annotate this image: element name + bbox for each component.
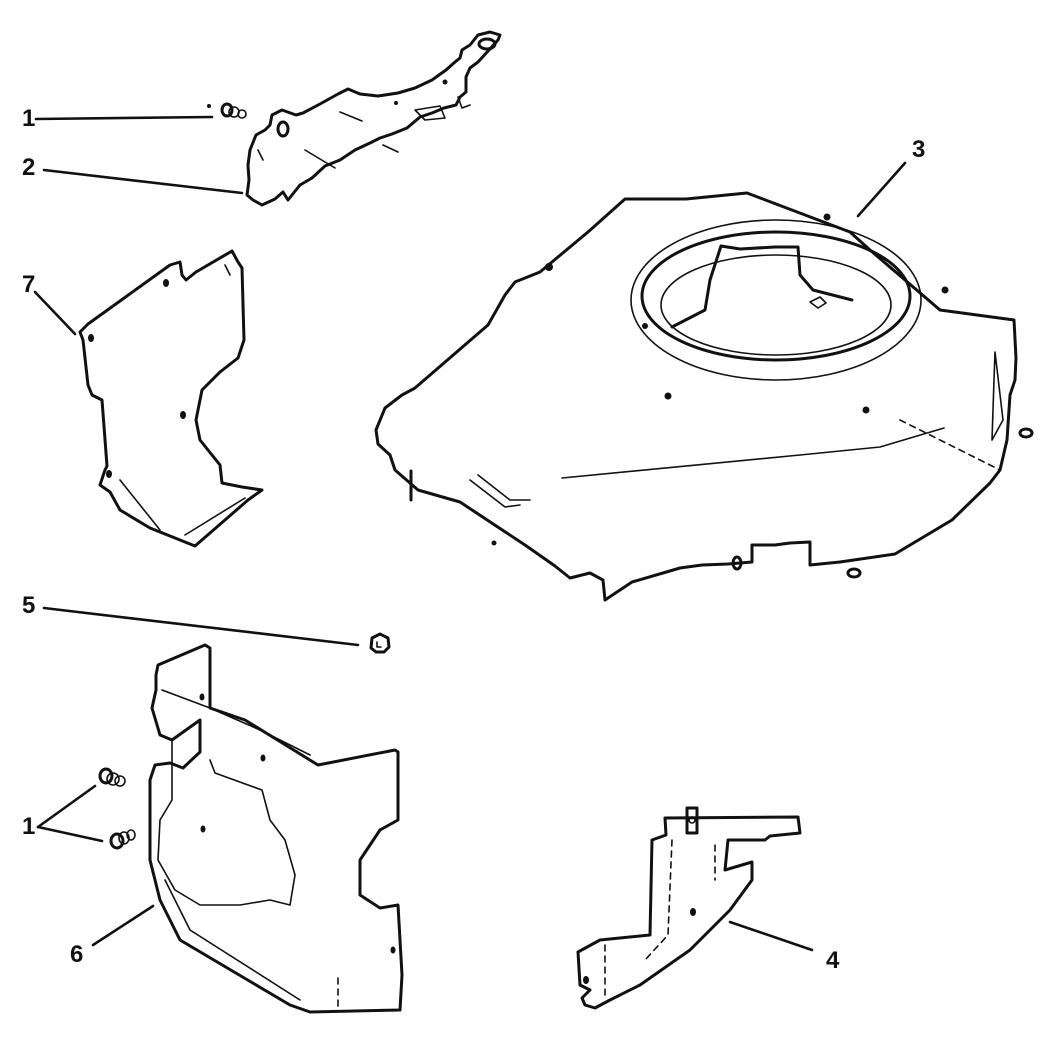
callout-1-top: 1	[22, 105, 36, 132]
side-baffle-part	[78, 249, 264, 548]
screw-icon-top	[207, 102, 247, 119]
callout-3: 3	[912, 136, 926, 163]
lower-bracket-part	[576, 806, 802, 1010]
leader-2	[42, 168, 244, 195]
leader-1-bottom-b	[36, 825, 104, 843]
leader-3	[856, 161, 907, 218]
blower-housing-part	[374, 191, 1034, 602]
screw-icon-bottom-pair	[98, 767, 136, 850]
callout-5: 5	[22, 592, 36, 619]
leader-6	[91, 904, 155, 947]
callout-7: 7	[22, 271, 36, 298]
leader-5	[42, 606, 360, 647]
leader-1-bottom-a	[36, 784, 97, 829]
upper-bracket-part	[245, 30, 502, 207]
leader-lines	[33, 115, 907, 952]
leader-4	[728, 920, 814, 952]
callout-4: 4	[826, 947, 840, 974]
leader-7	[33, 290, 77, 336]
nut-icon	[369, 632, 391, 654]
callout-1-bottom: 1	[22, 813, 36, 840]
leader-1-top	[34, 115, 214, 121]
cylinder-shroud-part	[148, 643, 404, 1014]
callout-2: 2	[22, 154, 36, 181]
callout-6: 6	[70, 941, 84, 968]
